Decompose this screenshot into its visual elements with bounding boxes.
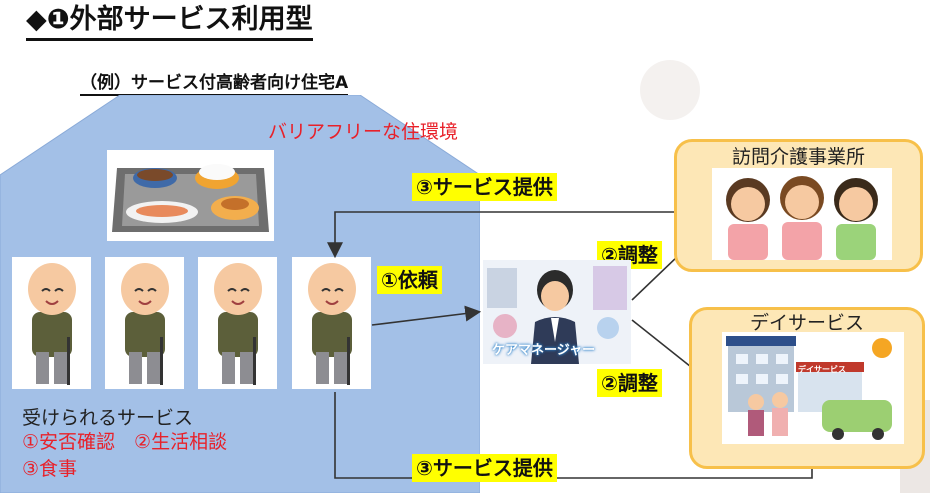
elderly-man-icon <box>214 263 262 385</box>
arrow-provide-top <box>327 211 705 259</box>
page-title: ◆❶外部サービス利用型 <box>26 2 313 41</box>
day-service-facility-icon <box>726 336 892 440</box>
elderly-man-icon <box>308 263 356 385</box>
meal-tray-icon <box>112 164 269 232</box>
elderly-man-icon <box>121 263 169 385</box>
day-service-title: デイサービス <box>749 312 864 334</box>
received-services-label: 受けられるサービス <box>22 407 194 429</box>
care-manager-icon <box>487 266 627 364</box>
day-service-image <box>722 332 904 444</box>
arrow-request <box>371 305 482 326</box>
request-label: ①依頼 <box>377 266 442 294</box>
received-services-list: ①安否確認 ②生活相談 ③食事 <box>22 431 228 480</box>
meal-tray-image <box>107 150 274 241</box>
adjust-bottom-label: ②調整 <box>597 369 662 397</box>
provide-top-label: ③サービス提供 <box>412 173 557 201</box>
provide-bottom-label: ③サービス提供 <box>412 454 557 482</box>
resident-image <box>198 257 277 389</box>
resident-image <box>12 257 91 389</box>
care-manager-image <box>483 260 631 364</box>
caregivers-icon <box>726 176 878 260</box>
day-service-sign: デイサービス <box>798 365 846 374</box>
background-decoration <box>640 60 700 120</box>
care-manager-label: ケアマネージャー <box>492 343 596 358</box>
elderly-man-icon <box>28 263 76 385</box>
caregivers-image <box>712 168 892 260</box>
resident-image <box>105 257 184 389</box>
home-care-office-title: 訪問介護事業所 <box>731 146 865 168</box>
barrier-free-label: バリアフリーな住環境 <box>268 121 459 143</box>
resident-image <box>292 257 371 389</box>
